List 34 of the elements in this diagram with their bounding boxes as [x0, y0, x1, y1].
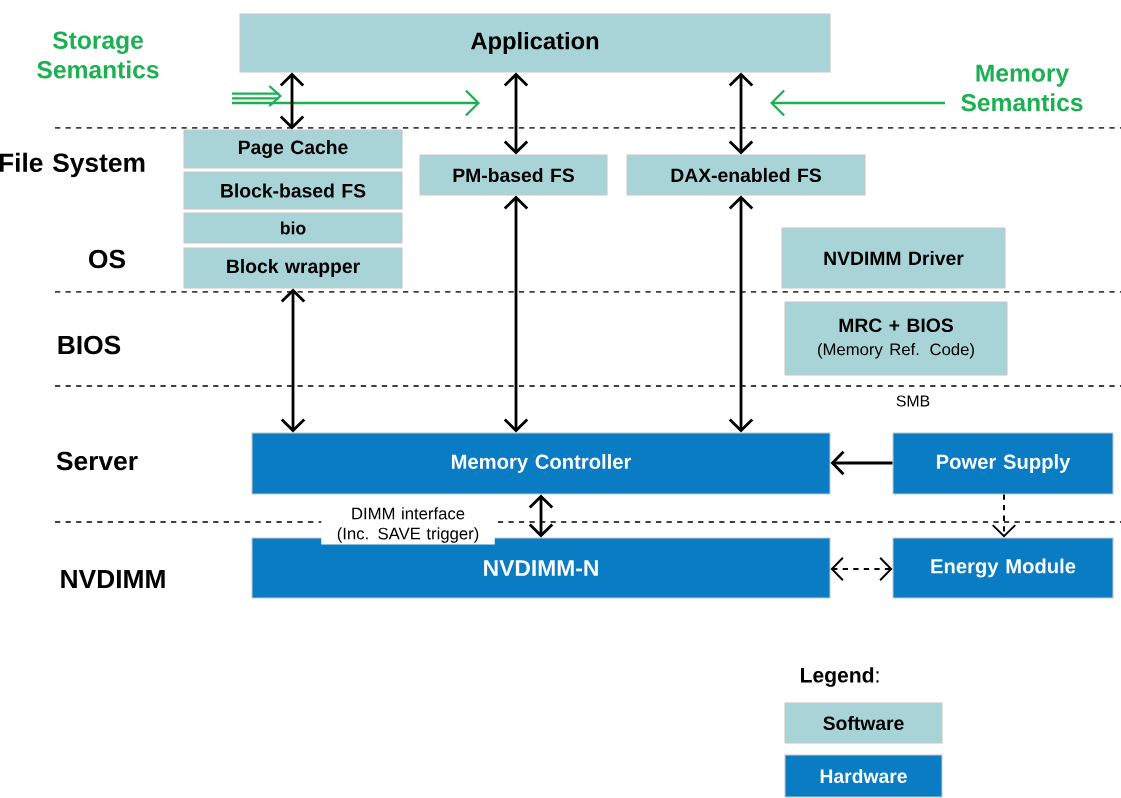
hardware-box: Memory Controller	[251, 432, 831, 495]
software-box: MRC + BIOS (Memory Ref. Code)	[784, 301, 1008, 376]
layer-label: OS	[89, 249, 125, 269]
software-box: Block-based FS	[183, 171, 403, 210]
arrow	[503, 195, 529, 433]
software-box: Block wrapper	[183, 247, 403, 289]
legend-item: Software	[784, 702, 943, 744]
arrow	[830, 556, 893, 582]
layer-label: Memory Semantics	[961, 64, 1083, 112]
hardware-box: Energy Module	[892, 537, 1114, 599]
arrow	[279, 72, 305, 130]
layer-label: SMB	[896, 395, 930, 407]
arrow	[991, 493, 1017, 538]
layer-label: Server	[56, 451, 138, 471]
software-box: bio	[183, 212, 403, 244]
edge-label: DIMM interface (Inc. SAVE trigger)	[321, 505, 495, 545]
arrow	[830, 450, 893, 476]
layer-label: NVDIMM	[61, 569, 165, 589]
software-box: DAX-enabled FS	[626, 154, 866, 196]
legend-title: Legend:	[801, 667, 879, 687]
arrow	[728, 195, 754, 433]
software-box: Application	[239, 13, 831, 73]
arrow	[728, 72, 754, 155]
layer-label: Storage Semantics	[37, 31, 159, 79]
arrow	[528, 494, 554, 538]
software-box: NVDIMM Driver	[781, 227, 1006, 289]
arrow	[280, 288, 306, 433]
software-box: PM-based FS	[419, 154, 608, 196]
arrow	[503, 72, 529, 155]
layer-label: File System	[0, 152, 145, 178]
software-box: Page Cache	[183, 129, 403, 169]
hardware-box: Power Supply	[892, 432, 1114, 495]
layer-label: BIOS	[58, 335, 121, 355]
legend-item: Hardware	[784, 754, 943, 798]
